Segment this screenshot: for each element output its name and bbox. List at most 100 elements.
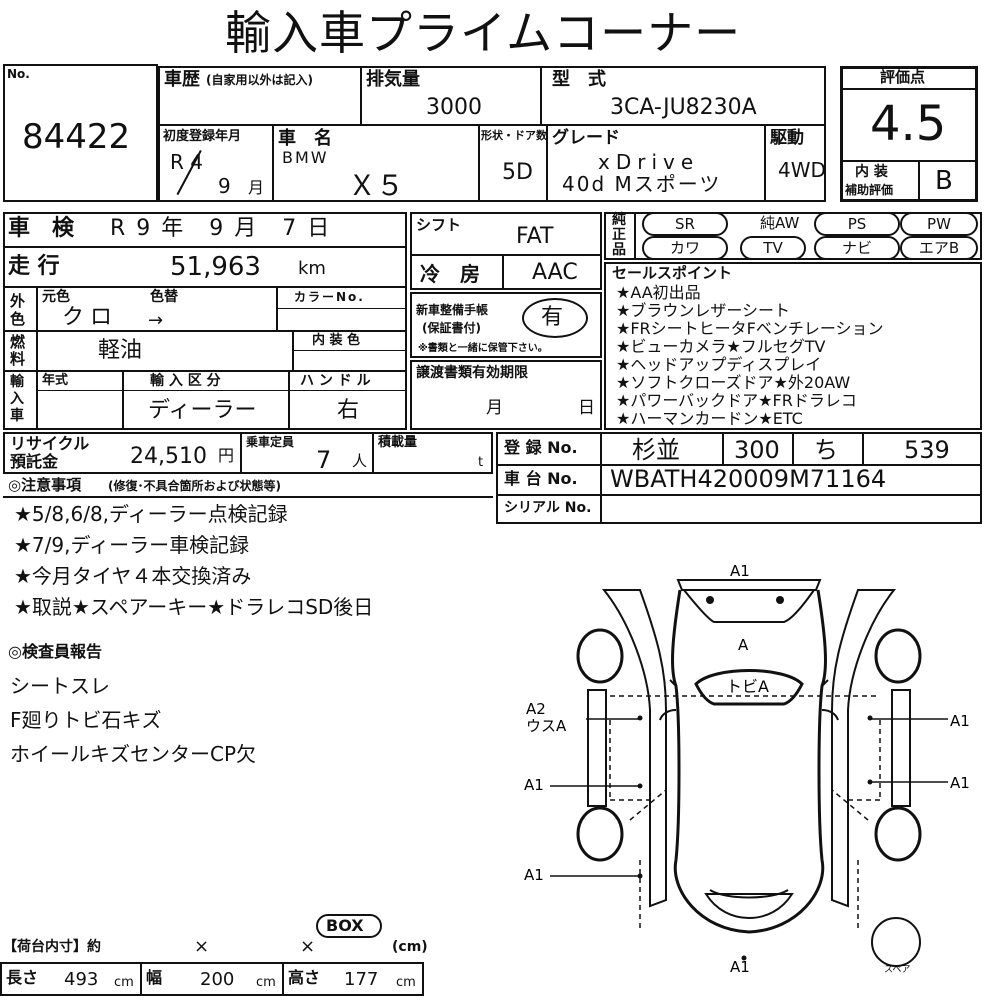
registration-kana: ち: [814, 436, 838, 464]
left-middle-grid: [3, 212, 407, 430]
equip-sr: SR: [642, 212, 728, 236]
equip-leather: カワ: [642, 236, 728, 260]
recycle-value: 24,510: [130, 444, 207, 469]
transfer-docs-label: 譲渡書類有効期限: [416, 365, 528, 381]
color-side-label: 外色: [10, 292, 26, 328]
ac-label: 冷 房: [420, 262, 480, 286]
service-book-circle: [522, 298, 588, 338]
cargo-label: 【荷台内寸】約: [3, 939, 101, 955]
displacement-value: 3000: [426, 95, 482, 120]
diagram-label-spare: スペア: [884, 965, 910, 975]
inspection-value: R 9 年 9 月 7 日: [110, 216, 332, 241]
dimensions-row: [0, 962, 424, 996]
length-value: 493: [64, 969, 99, 990]
cargo-x2: ×: [300, 936, 316, 957]
recycle-label-2: 預託金: [10, 452, 59, 471]
page-title: 輸入車プライムコーナー: [225, 6, 742, 60]
box-badge: [316, 914, 382, 938]
sales-point-item: ★ビューカメラ★フルセグTV: [616, 337, 826, 356]
transfer-docs-box: [410, 360, 602, 430]
model-type-value: 3CA-JU8230A: [610, 95, 757, 120]
first-reg-label: 初度登録年月: [163, 129, 242, 144]
height-value: 177: [344, 969, 379, 990]
sales-point-item: ★ソフトクローズドア★外20AW: [616, 373, 851, 392]
color-change-value: →: [148, 310, 164, 331]
sales-point-item: ★ハーマンカードン★ETC: [616, 409, 803, 428]
ac-value: AAC: [532, 260, 578, 285]
equip-airbag: エアB: [900, 236, 978, 260]
capacity-value: 7: [316, 446, 332, 474]
mileage-label: 走 行: [8, 254, 60, 279]
registration-class: 300: [734, 436, 780, 464]
service-book-note: ※書類と一緒に保管下さい。: [418, 343, 548, 354]
interior-value: B: [935, 166, 953, 196]
diagram-label-top: A1: [730, 562, 750, 580]
chassis-value: WBATH420009M71164: [610, 465, 887, 493]
grade-line1: xDrive: [598, 150, 700, 174]
diagram-label-left-front-1: A2: [526, 700, 546, 718]
sales-point-item: ★ヘッドアップディスプレイ: [616, 355, 822, 374]
first-reg-era: R 4: [170, 150, 203, 174]
length-unit: cm: [114, 975, 134, 990]
history-label: 車歴: [164, 69, 200, 90]
height-unit: cm: [396, 975, 416, 990]
rating-label: 評価点: [880, 68, 926, 86]
car-make: BMW: [282, 148, 329, 167]
cargo-x1: ×: [194, 936, 210, 957]
rating-box: [840, 66, 978, 202]
capacity-unit: 人: [352, 452, 368, 470]
history-note: (自家用以外は記入): [206, 73, 313, 87]
import-year-label: 年式: [42, 373, 69, 388]
diagram-label-right-rear: A1: [950, 774, 970, 792]
height-label: 高さ: [288, 968, 321, 987]
note-item: ★今月タイヤ４本交換済み: [14, 564, 252, 588]
sales-point-item: ★AA初出品: [616, 283, 701, 302]
chassis-label: 車 台 No.: [504, 469, 578, 488]
transfer-docs-day: 日: [578, 398, 595, 418]
shift-label: シフト: [416, 216, 462, 234]
equip-ps: PS: [814, 212, 900, 236]
registration-area: 杉並: [632, 436, 680, 464]
sales-points-box: [604, 262, 982, 430]
color-orig-label: 元色: [42, 289, 70, 305]
color-change-label: 色替: [150, 289, 178, 305]
load-label: 積載量: [378, 435, 418, 450]
width-unit: cm: [256, 975, 276, 990]
mileage-unit: km: [298, 258, 326, 279]
fuel-side-label: 燃料: [10, 333, 26, 368]
displacement-label: 排気量: [366, 69, 420, 90]
color-orig-value: クロ: [62, 305, 119, 330]
shift-ac-grid: [410, 212, 602, 290]
doors-label: 形状・ドア数: [481, 129, 547, 142]
interior-color-label: 内 装 色: [312, 333, 361, 348]
length-label: 長さ: [6, 968, 39, 987]
note-item: ★5/8,6/8,ディーラー点検記録: [14, 502, 288, 526]
load-unit: t: [478, 455, 484, 470]
diagram-label-left-bottom: A1: [524, 866, 544, 884]
grade-line2: 40d Mスポーツ: [562, 172, 722, 196]
width-value: 200: [200, 969, 235, 990]
grade-label: グレード: [552, 128, 620, 148]
service-book-value: 有: [541, 305, 564, 330]
registration-label: 登 録 No.: [504, 438, 578, 457]
service-book-label-1: 新車整備手帳: [416, 303, 489, 317]
car-name-label: 車 名: [278, 128, 332, 149]
inspector-item: F廻りトビ石キズ: [10, 708, 162, 732]
inspector-item: シートスレ: [10, 674, 110, 698]
drive-label: 駆動: [770, 128, 804, 148]
color-code-label: カラーNo.: [294, 290, 365, 304]
recycle-unit: 円: [218, 446, 235, 465]
box-label: BOX: [326, 916, 364, 935]
interior-label-2: 補助評価: [845, 183, 894, 197]
inspector-item: ホイールキズセンターCP欠: [10, 742, 257, 766]
sales-points-label: セールスポイント: [612, 264, 733, 282]
diagram-label-hood: A: [738, 636, 749, 654]
import-side-label: 輸入車: [10, 374, 24, 424]
import-type-value: ディーラー: [148, 398, 257, 423]
interior-label-1: 内 装: [855, 164, 888, 180]
note-item: ★取説★スペアーキー★ドラレコSD後日: [14, 595, 374, 619]
mileage-value: 51,963: [170, 252, 261, 282]
rating-value: 4.5: [870, 96, 947, 152]
import-handle-value: 右: [337, 398, 360, 423]
lot-box: [3, 64, 158, 202]
